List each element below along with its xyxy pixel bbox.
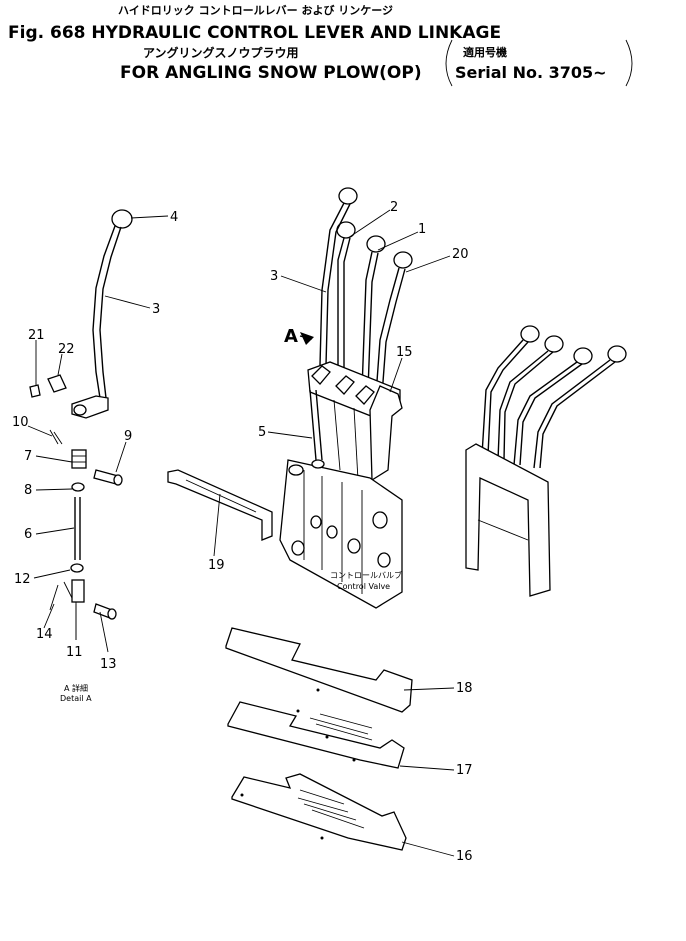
serial-japanese-label: 適用号機 bbox=[463, 45, 507, 59]
part-14: 14 bbox=[36, 627, 53, 642]
part-22: 22 bbox=[58, 342, 75, 357]
serial-number: Serial No. 3705~ bbox=[455, 63, 607, 82]
control-valve-japanese-label: コントロールバルブ bbox=[330, 570, 402, 580]
part-6: 6 bbox=[24, 527, 32, 542]
detail-a-label: Detail A bbox=[60, 694, 92, 703]
part-number-labels: 4 3 21 22 10 7 9 8 6 12 14 11 13 2 1 20 … bbox=[12, 200, 473, 864]
title-japanese-subline: アングリングスノウプラウ用 bbox=[143, 45, 299, 60]
part-18: 18 bbox=[456, 681, 473, 696]
part-3-center: 3 bbox=[270, 269, 278, 284]
part-4: 4 bbox=[170, 210, 178, 225]
control-valve-assembly: A コントロールバルブ Control Valve bbox=[279, 187, 413, 609]
part-15: 15 bbox=[396, 345, 413, 360]
serial-bracket-right bbox=[625, 39, 633, 87]
plate-17 bbox=[227, 701, 405, 769]
part-11: 11 bbox=[66, 645, 83, 660]
leader-lines bbox=[27, 209, 455, 857]
part-16: 16 bbox=[456, 849, 473, 864]
part-3-left: 3 bbox=[152, 302, 160, 317]
cover-plates bbox=[225, 627, 413, 851]
part-7: 7 bbox=[24, 449, 32, 464]
lever-guard-frame bbox=[465, 325, 627, 597]
figure-subtitle: FOR ANGLING SNOW PLOW(OP) bbox=[120, 63, 422, 83]
part-8: 8 bbox=[24, 483, 32, 498]
plate-18 bbox=[225, 627, 413, 713]
title-japanese-line: ハイドロリック コントロールレバー および リンケージ bbox=[118, 3, 393, 17]
part-17: 17 bbox=[456, 763, 473, 778]
part-5: 5 bbox=[258, 425, 266, 440]
detail-a-japanese-label: A 詳細 bbox=[64, 683, 88, 693]
control-valve-label: Control Valve bbox=[337, 582, 390, 591]
part-10: 10 bbox=[12, 415, 29, 430]
part-2: 2 bbox=[390, 200, 398, 215]
left-lever-assembly bbox=[29, 209, 133, 640]
part-20: 20 bbox=[452, 247, 469, 262]
part-12: 12 bbox=[14, 572, 31, 587]
serial-bracket-left bbox=[445, 39, 453, 87]
view-arrow-a-label: A bbox=[284, 326, 298, 347]
part-9: 9 bbox=[124, 429, 132, 444]
mounting-plate-19 bbox=[167, 469, 273, 541]
part-19: 19 bbox=[208, 558, 225, 573]
figure-title: Fig. 668 HYDRAULIC CONTROL LEVER AND LIN… bbox=[8, 23, 501, 43]
part-21: 21 bbox=[28, 328, 45, 343]
part-13: 13 bbox=[100, 657, 117, 672]
part-1: 1 bbox=[418, 222, 426, 237]
